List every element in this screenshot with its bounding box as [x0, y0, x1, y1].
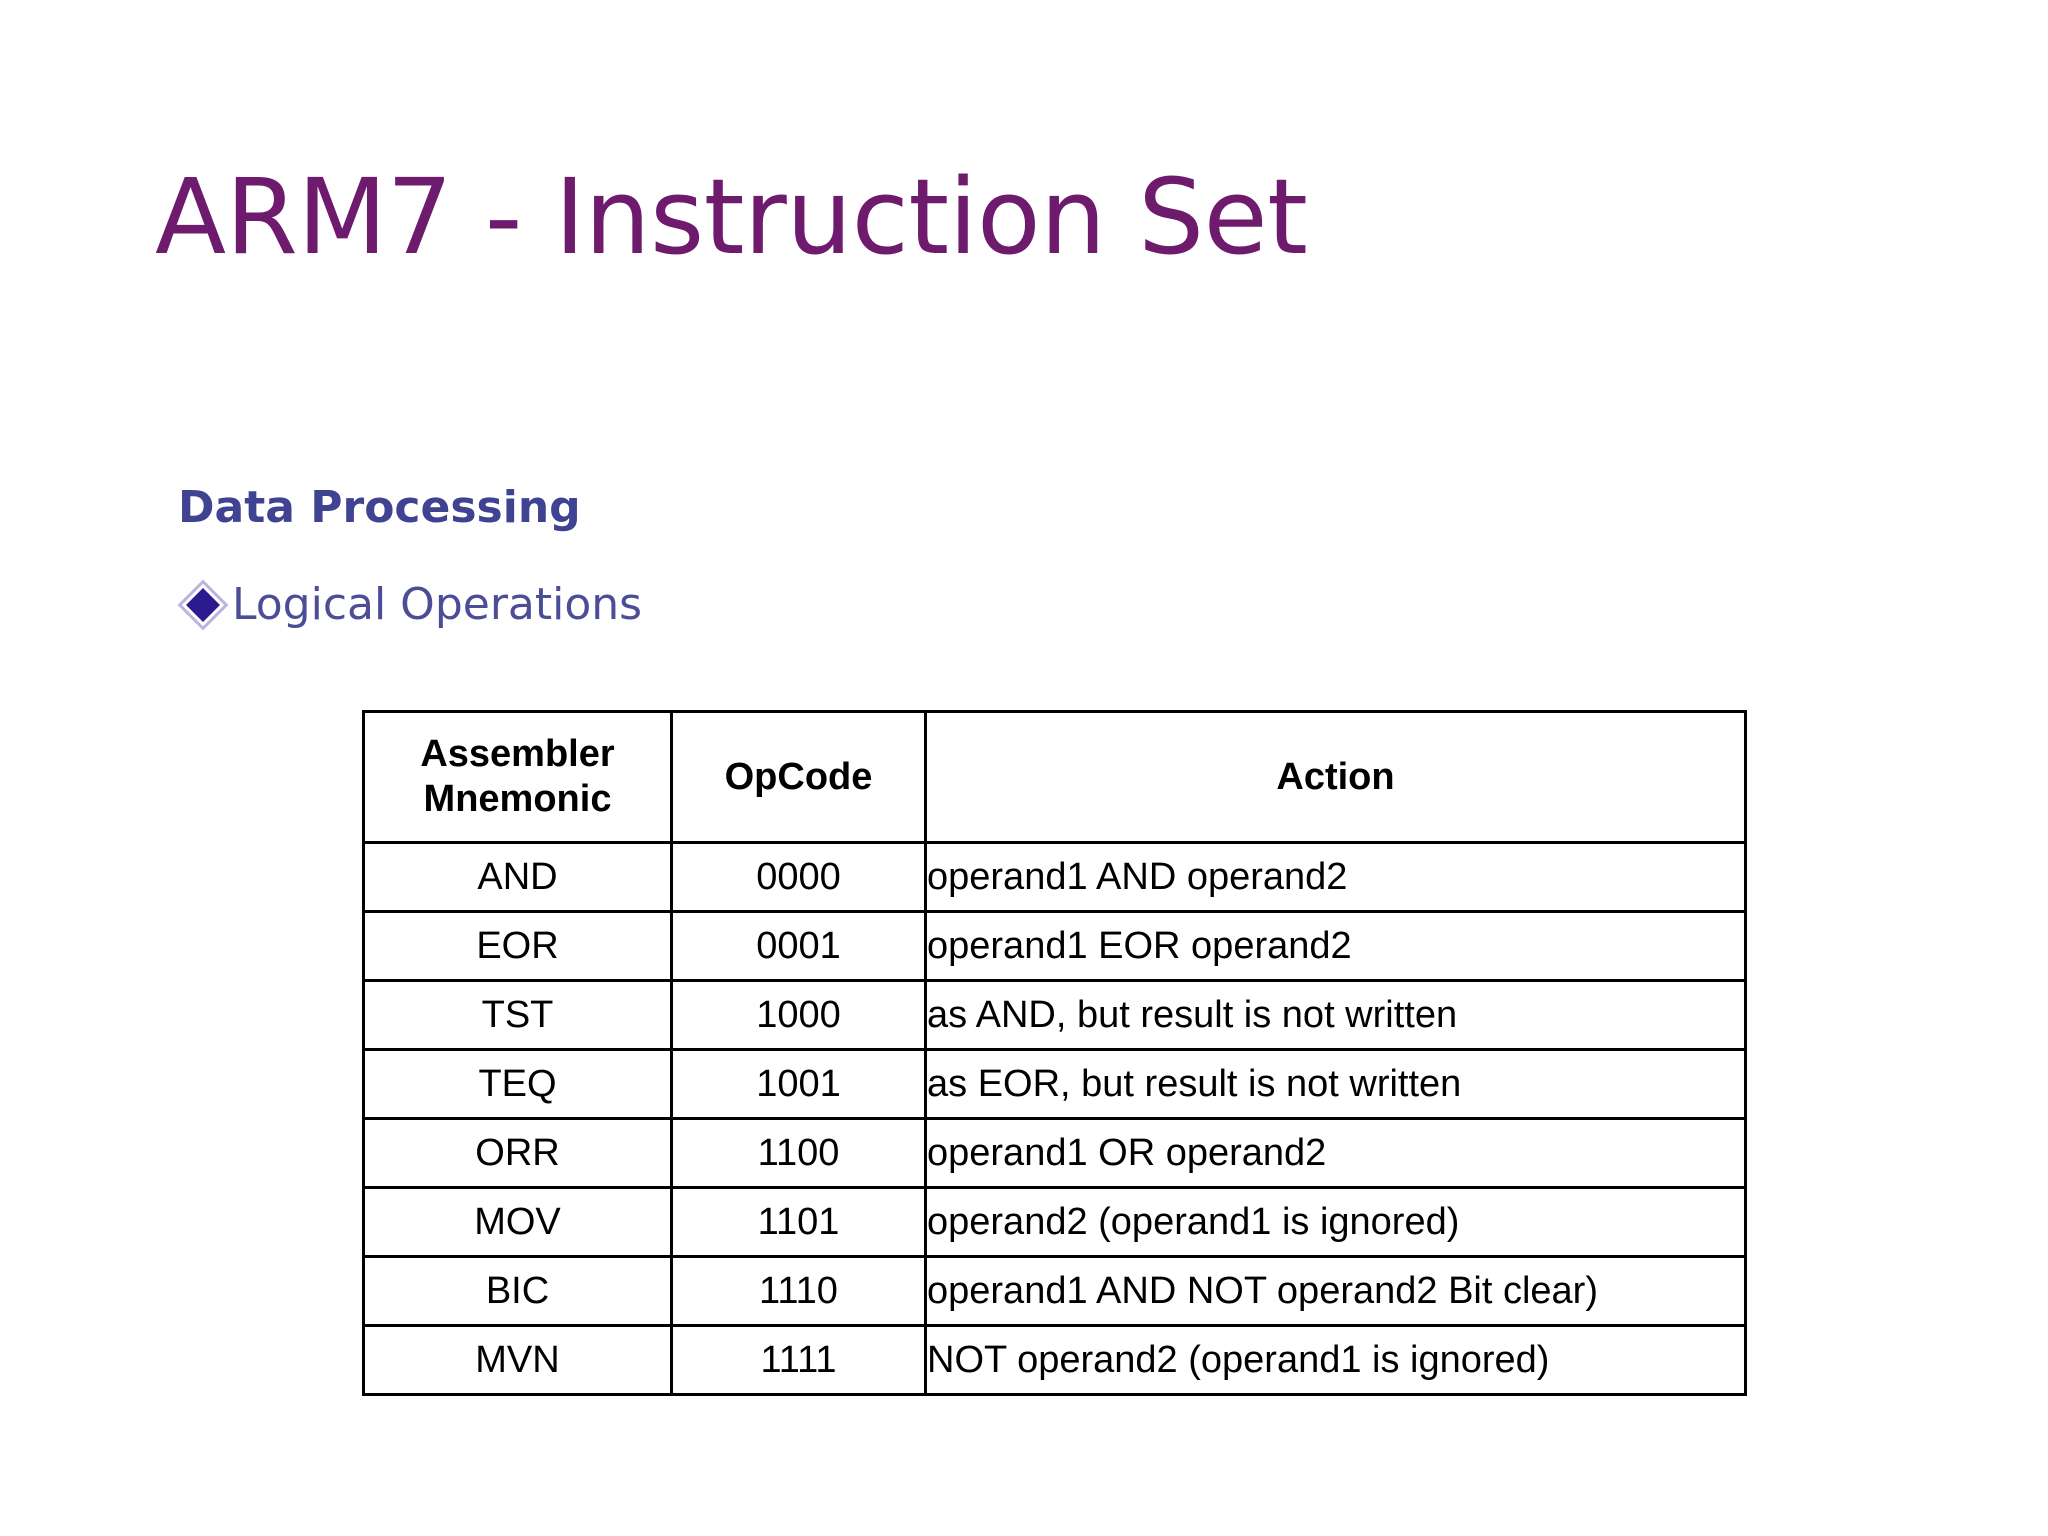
page-title: ARM7 - Instruction Set	[155, 156, 1308, 278]
cell-opcode: 1101	[670, 1186, 927, 1258]
cell-opcode: 1001	[670, 1048, 927, 1120]
section-heading: Data Processing	[178, 482, 581, 533]
cell-opcode: 1110	[670, 1255, 927, 1327]
cell-mnemonic: TEQ	[362, 1048, 673, 1120]
table-header-row: Assembler Mnemonic OpCode Action	[362, 710, 1747, 844]
bullet-list-item: Logical Operations	[178, 580, 642, 630]
cell-mnemonic: ORR	[362, 1117, 673, 1189]
column-header-mnemonic-line1: Assembler	[420, 733, 615, 776]
column-header-mnemonic-line2: Mnemonic	[423, 778, 612, 820]
cell-opcode: 0001	[670, 910, 927, 982]
cell-action: operand1 AND NOT operand2 Bit clear)	[924, 1255, 1747, 1327]
cell-action: operand2 (operand1 is ignored)	[924, 1186, 1747, 1258]
cell-mnemonic: TST	[362, 979, 673, 1051]
diamond-bullet-icon	[178, 580, 228, 630]
cell-opcode: 1000	[670, 979, 927, 1051]
cell-opcode: 0000	[670, 841, 927, 913]
cell-mnemonic: BIC	[362, 1255, 673, 1327]
column-header-opcode: OpCode	[670, 710, 927, 844]
cell-opcode: 1100	[670, 1117, 927, 1189]
cell-opcode: 1111	[670, 1324, 927, 1396]
column-header-action: Action	[924, 710, 1747, 844]
bullet-item-label: Logical Operations	[232, 578, 643, 630]
cell-mnemonic: MOV	[362, 1186, 673, 1258]
cell-mnemonic: MVN	[362, 1324, 673, 1396]
column-header-mnemonic: Assembler Mnemonic	[362, 710, 673, 844]
cell-action: operand1 OR operand2	[924, 1117, 1747, 1189]
cell-action: as AND, but result is not written	[924, 979, 1747, 1051]
cell-action: as EOR, but result is not written	[924, 1048, 1747, 1120]
cell-mnemonic: EOR	[362, 910, 673, 982]
cell-action: operand1 EOR operand2	[924, 910, 1747, 982]
cell-mnemonic: AND	[362, 841, 673, 913]
cell-action: operand1 AND operand2	[924, 841, 1747, 913]
cell-action: NOT operand2 (operand1 is ignored)	[924, 1324, 1747, 1396]
